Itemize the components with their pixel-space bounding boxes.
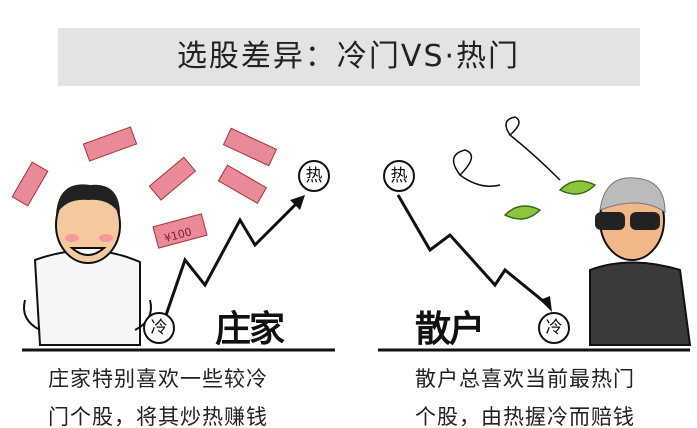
- left-caption: 庄家特别喜欢一些较冷 门个股，将其炒热赚钱: [48, 360, 268, 428]
- banker-label: 庄家: [215, 309, 285, 350]
- cold-node-right: 冷: [538, 312, 570, 344]
- retail-investor-figure: [589, 177, 692, 346]
- caption-line: 散户总喜欢当前最热门: [415, 367, 635, 391]
- banker-figure: [23, 184, 152, 346]
- caption-line: 庄家特别喜欢一些较冷: [48, 367, 268, 391]
- caption-line: 个股，由热握冷而赔钱: [415, 405, 635, 428]
- retail-label: 散户: [415, 309, 485, 350]
- right-caption: 散户总喜欢当前最热门 个股，由热握冷而赔钱: [415, 360, 635, 428]
- falling-trend-line: [396, 194, 549, 307]
- caption-line: 门个股，将其炒热赚钱: [48, 405, 268, 428]
- hot-node-right: 热: [383, 160, 415, 192]
- title-banner: [58, 28, 640, 86]
- hot-node-left: 热: [298, 160, 330, 192]
- leaves: [452, 116, 597, 220]
- page-title: 选股差异：冷门VS·热门: [176, 39, 521, 74]
- rising-trend-line: [163, 198, 302, 319]
- money-notes: [11, 126, 278, 249]
- cold-node-left: 冷: [143, 312, 175, 344]
